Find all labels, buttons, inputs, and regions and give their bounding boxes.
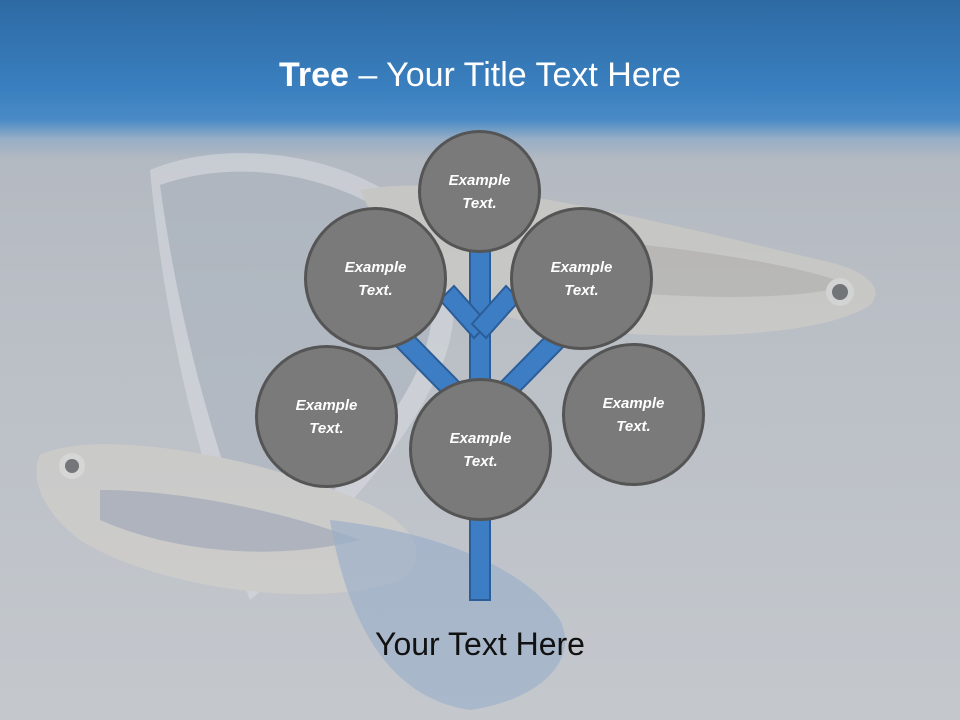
- tree-node-lower-left: Example Text.: [255, 345, 398, 488]
- slide-title: Tree – Your Title Text Here: [0, 50, 960, 100]
- node-label: Example Text.: [602, 394, 665, 435]
- tree-node-upper-right: Example Text.: [510, 207, 653, 350]
- title-rest: – Your Title Text Here: [348, 56, 681, 94]
- title-bold: Tree: [279, 56, 349, 94]
- node-label: Example Text.: [344, 258, 407, 299]
- node-label: Example Text.: [449, 429, 512, 470]
- tree-node-top: Example Text.: [418, 130, 541, 253]
- node-label: Example Text.: [550, 258, 613, 299]
- tree-node-upper-left: Example Text.: [304, 207, 447, 350]
- tree-node-center: Example Text.: [409, 378, 552, 521]
- tree-node-lower-right: Example Text.: [562, 343, 705, 486]
- footer-text: Your Text Here: [375, 626, 585, 662]
- node-label: Example Text.: [295, 396, 358, 437]
- node-label: Example Text.: [448, 171, 511, 212]
